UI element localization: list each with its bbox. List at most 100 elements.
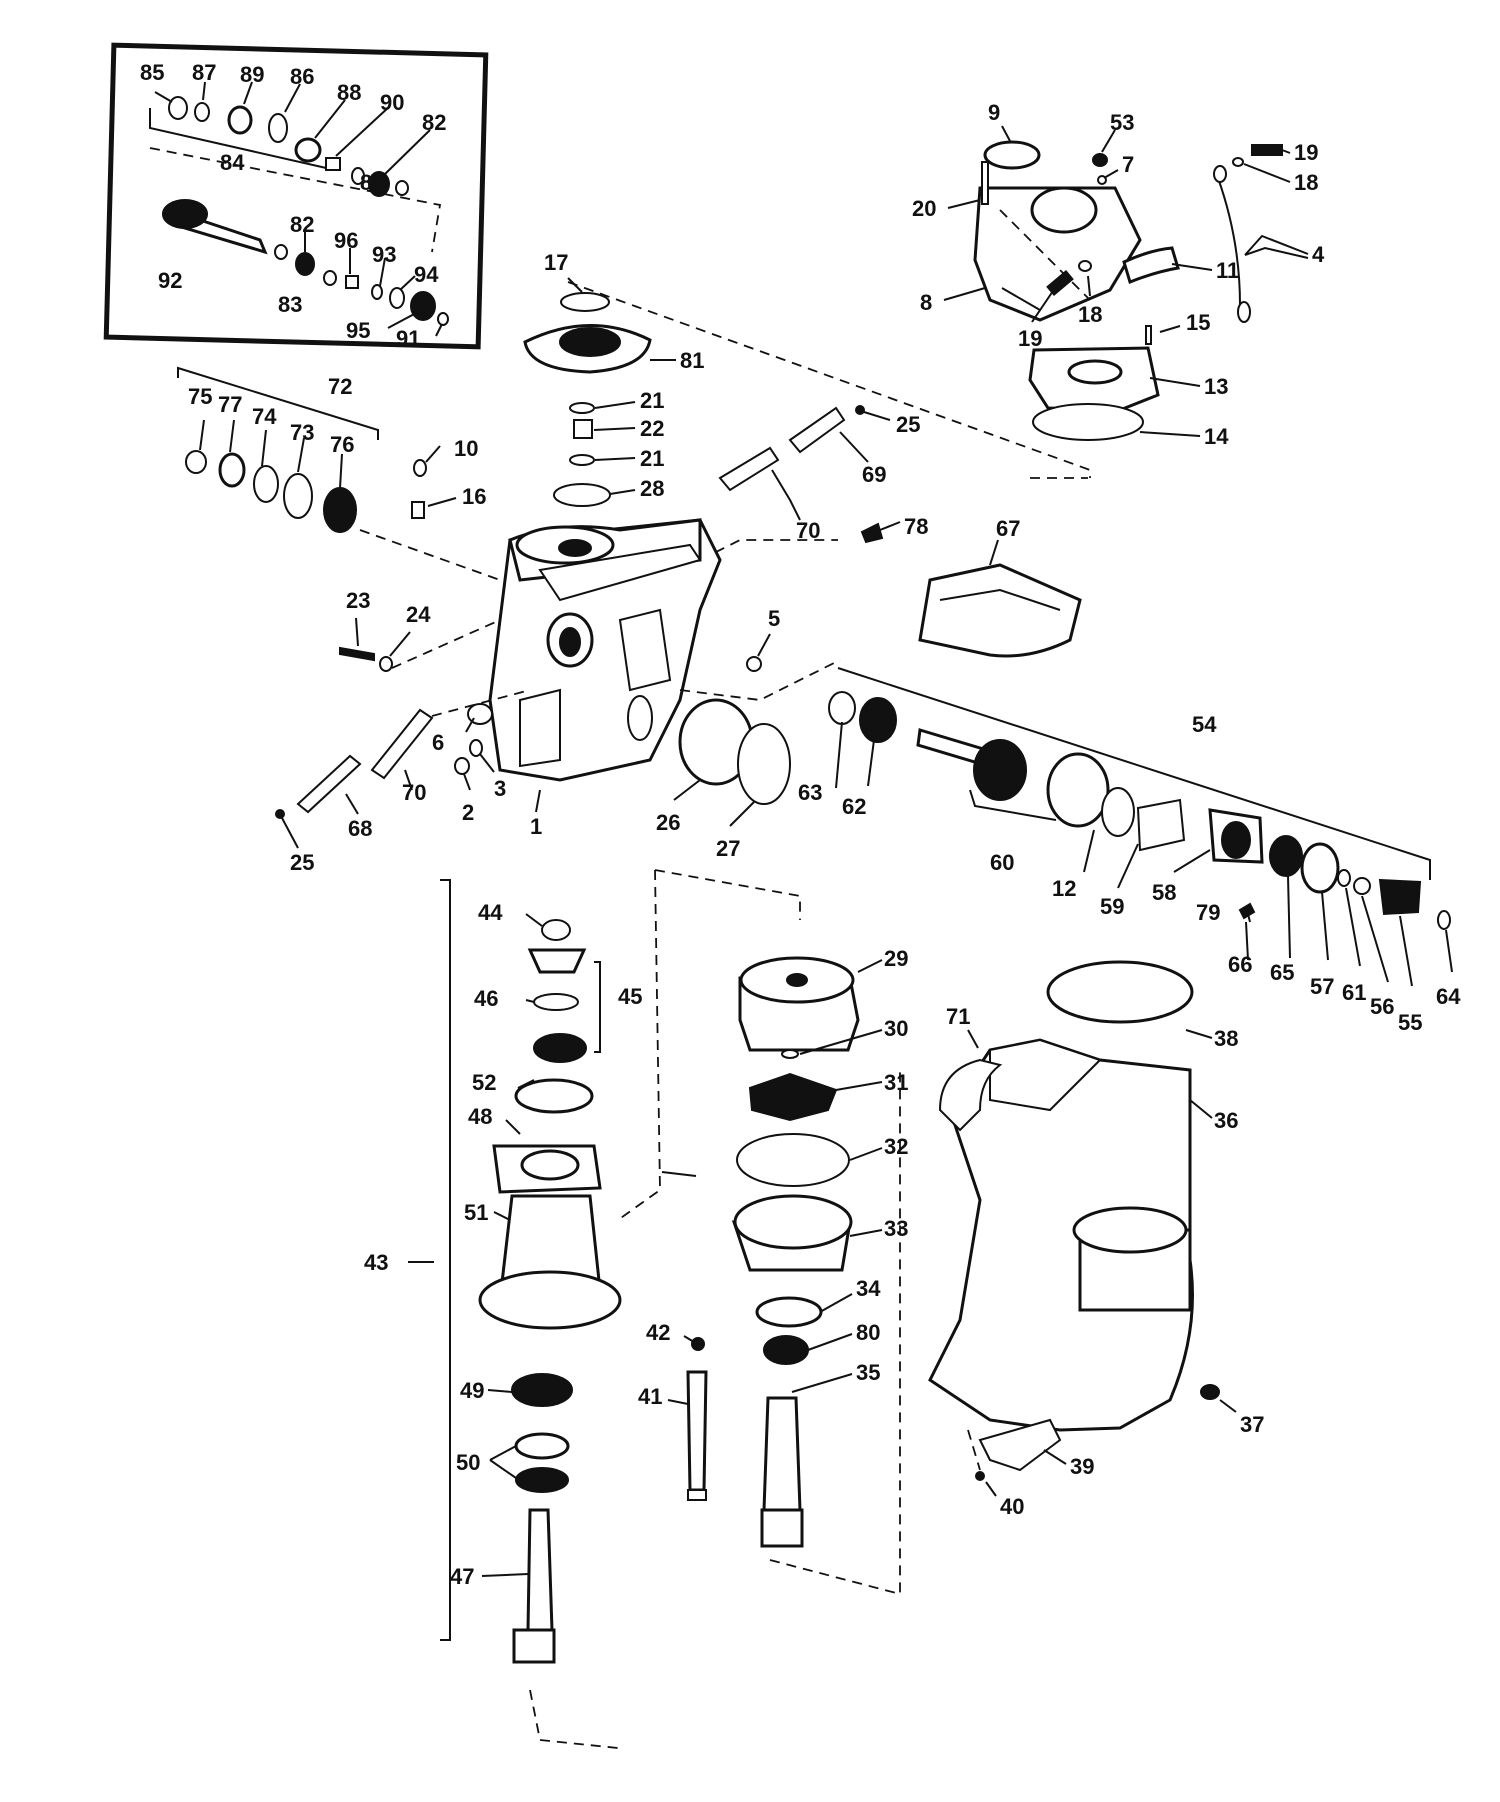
callout-46: 46 — [474, 986, 498, 1011]
callout-86: 86 — [290, 64, 314, 89]
callout-61: 61 — [1342, 980, 1366, 1005]
callout-16: 16 — [462, 484, 486, 509]
callout-23: 23 — [346, 588, 370, 613]
callout-62: 62 — [842, 794, 866, 819]
callout-11: 11 — [1216, 258, 1239, 283]
callout-91: 91 — [396, 326, 420, 351]
callout-39: 39 — [1070, 1454, 1094, 1479]
water-pump-group — [617, 869, 901, 1596]
callout-88: 88 — [337, 80, 361, 105]
shift-housing-group — [943, 125, 1309, 441]
callout-72: 72 — [328, 374, 352, 399]
callout-84: 84 — [220, 150, 245, 175]
gear-stack-group — [523, 277, 1091, 507]
callout-67: 67 — [996, 516, 1020, 541]
callout-77: 77 — [218, 392, 242, 417]
callout-94: 94 — [414, 262, 439, 287]
callout-1: 1 — [530, 814, 542, 839]
callout-69: 69 — [862, 462, 886, 487]
callout-63: 63 — [798, 780, 822, 805]
callout-20: 20 — [912, 196, 936, 221]
callout-80: 80 — [856, 1320, 880, 1345]
callout-48: 48 — [468, 1104, 492, 1129]
callout-30: 30 — [884, 1016, 908, 1041]
driveshaft-bearing-group — [408, 879, 622, 1749]
callout-51: 51 — [464, 1200, 488, 1225]
callout-65: 65 — [1270, 960, 1294, 985]
callout-5: 5 — [768, 606, 780, 631]
callout-82-low: 82 — [290, 212, 314, 237]
callout-68: 68 — [348, 816, 372, 841]
callout-66: 66 — [1228, 952, 1252, 977]
inset-box — [103, 42, 489, 350]
callout-47: 47 — [450, 1564, 474, 1589]
callout-85: 85 — [140, 60, 164, 85]
callout-53: 53 — [1110, 110, 1134, 135]
callout-19-low: 19 — [1018, 326, 1042, 351]
callout-73: 73 — [290, 420, 314, 445]
left-parts-group — [177, 366, 501, 581]
callout-4: 4 — [1312, 242, 1325, 267]
callout-95: 95 — [346, 318, 370, 343]
callout-83-top: 83 — [360, 170, 384, 195]
callout-70-top: 70 — [796, 518, 820, 543]
callout-40: 40 — [1000, 1494, 1024, 1519]
callout-3: 3 — [494, 776, 506, 801]
callout-27: 27 — [716, 836, 740, 861]
callout-21-b: 21 — [640, 446, 664, 471]
callout-49: 49 — [460, 1378, 484, 1403]
callout-36: 36 — [1214, 1108, 1238, 1133]
callout-59: 59 — [1100, 894, 1124, 919]
callout-70-low: 70 — [402, 780, 426, 805]
callout-28: 28 — [640, 476, 664, 501]
callout-17: 17 — [544, 250, 568, 275]
callout-6: 6 — [432, 730, 444, 755]
callout-41: 41 — [638, 1384, 662, 1409]
callout-83-low: 83 — [278, 292, 302, 317]
prop-shaft-group — [828, 667, 1453, 987]
callout-15: 15 — [1186, 310, 1210, 335]
callout-26: 26 — [656, 810, 680, 835]
callout-7: 7 — [1122, 152, 1134, 177]
callout-75: 75 — [188, 384, 212, 409]
callout-74: 74 — [252, 404, 277, 429]
callout-71: 71 — [946, 1004, 970, 1029]
gearcase-housing — [275, 518, 841, 849]
callout-55: 55 — [1398, 1010, 1422, 1035]
callout-79: 79 — [1196, 900, 1220, 925]
callout-33: 33 — [884, 1216, 908, 1241]
callout-93: 93 — [372, 242, 396, 267]
callout-38: 38 — [1214, 1026, 1238, 1051]
callout-25-low: 25 — [290, 850, 314, 875]
callout-96: 96 — [334, 228, 358, 253]
callout-57: 57 — [1310, 974, 1334, 999]
callout-60: 60 — [990, 850, 1014, 875]
callout-64: 64 — [1436, 984, 1461, 1009]
callout-34: 34 — [856, 1276, 881, 1301]
callout-92: 92 — [158, 268, 182, 293]
callout-35: 35 — [856, 1360, 880, 1385]
callout-13: 13 — [1204, 374, 1228, 399]
callout-19-top: 19 — [1294, 140, 1318, 165]
tilt-bracket — [918, 539, 1082, 658]
callout-9: 9 — [988, 100, 1000, 125]
callout-42: 42 — [646, 1320, 670, 1345]
callout-21-a: 21 — [640, 388, 664, 413]
callout-81: 81 — [680, 348, 704, 373]
callout-10: 10 — [454, 436, 478, 461]
callout-52: 52 — [472, 1070, 496, 1095]
callout-56: 56 — [1370, 994, 1394, 1019]
exhaust-housing — [928, 960, 1237, 1497]
gasket-group-upper — [699, 405, 901, 561]
callout-54: 54 — [1192, 712, 1217, 737]
callout-12: 12 — [1052, 876, 1076, 901]
callout-82-top: 82 — [422, 110, 446, 135]
callout-25-top: 25 — [896, 412, 920, 437]
callout-32: 32 — [884, 1134, 908, 1159]
callout-50: 50 — [456, 1450, 480, 1475]
callout-43: 43 — [364, 1250, 388, 1275]
callout-89: 89 — [240, 62, 264, 87]
callout-29: 29 — [884, 946, 908, 971]
callout-22: 22 — [640, 416, 664, 441]
callout-18-top: 18 — [1294, 170, 1318, 195]
